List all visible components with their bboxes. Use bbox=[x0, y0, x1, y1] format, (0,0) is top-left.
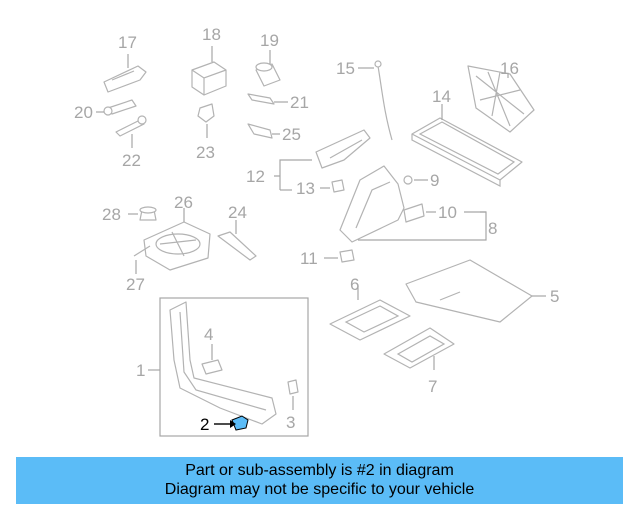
callout-24: 24 bbox=[228, 203, 247, 222]
callout-19: 19 bbox=[260, 31, 279, 50]
callout-1: 1 bbox=[136, 361, 145, 380]
part-9 bbox=[403, 175, 413, 185]
part-4 bbox=[201, 359, 223, 375]
part-2-highlighted bbox=[231, 415, 249, 431]
part-22 bbox=[115, 115, 147, 137]
callout-28: 28 bbox=[102, 205, 121, 224]
info-banner: Part or sub-assembly is #2 in diagram Di… bbox=[16, 457, 623, 504]
part-25 bbox=[247, 123, 273, 139]
callout-9: 9 bbox=[430, 171, 439, 190]
callout-20: 20 bbox=[74, 103, 93, 122]
part-14 bbox=[411, 117, 523, 187]
callout-11: 11 bbox=[300, 249, 318, 268]
callout-27: 27 bbox=[126, 275, 145, 294]
callout-7: 7 bbox=[428, 377, 437, 396]
part-17 bbox=[103, 65, 147, 93]
part-13 bbox=[331, 179, 345, 193]
callout-5: 5 bbox=[550, 287, 559, 306]
callout-18: 18 bbox=[202, 25, 221, 44]
part-26 bbox=[143, 221, 211, 271]
callout-22: 22 bbox=[122, 151, 141, 170]
callout-10: 10 bbox=[438, 203, 457, 222]
part-1 bbox=[169, 301, 277, 425]
callout-16: 16 bbox=[500, 59, 519, 78]
callout-21: 21 bbox=[290, 93, 309, 112]
part-20 bbox=[103, 99, 137, 116]
callout-8: 8 bbox=[488, 219, 497, 238]
part-6 bbox=[329, 299, 411, 341]
part-28 bbox=[139, 206, 157, 221]
part-7 bbox=[383, 327, 455, 369]
part-15 bbox=[374, 60, 393, 141]
callout-2: 2 bbox=[200, 415, 209, 434]
callout-14: 14 bbox=[432, 87, 451, 106]
callout-13: 13 bbox=[296, 179, 315, 198]
inset-box bbox=[159, 297, 309, 437]
banner-line-disclaimer: Diagram may not be specific to your vehi… bbox=[164, 481, 475, 498]
callout-12: 12 bbox=[246, 167, 265, 186]
banner-line-part: Part or sub-assembly is #2 in diagram bbox=[185, 462, 454, 479]
callout-23: 23 bbox=[196, 143, 215, 162]
part-5 bbox=[405, 259, 533, 323]
part-16 bbox=[467, 65, 535, 133]
part-27 bbox=[133, 245, 151, 257]
callout-6: 6 bbox=[350, 275, 359, 294]
part-23 bbox=[197, 103, 215, 123]
part-18 bbox=[191, 61, 227, 96]
part-24 bbox=[217, 231, 257, 261]
parts-diagram: 17 18 19 20 21 22 23 25 bbox=[74, 25, 559, 437]
callout-15: 15 bbox=[336, 59, 355, 78]
callout-25: 25 bbox=[282, 125, 301, 144]
callout-4: 4 bbox=[204, 325, 213, 344]
part-8 bbox=[339, 165, 405, 243]
part-10 bbox=[403, 203, 425, 223]
part-3 bbox=[287, 379, 299, 395]
part-12 bbox=[315, 129, 371, 169]
part-21 bbox=[247, 93, 275, 105]
part-11 bbox=[339, 249, 355, 263]
callout-17: 17 bbox=[118, 33, 137, 52]
callout-3: 3 bbox=[286, 413, 295, 432]
callout-26: 26 bbox=[174, 193, 193, 212]
part-19 bbox=[255, 62, 281, 87]
